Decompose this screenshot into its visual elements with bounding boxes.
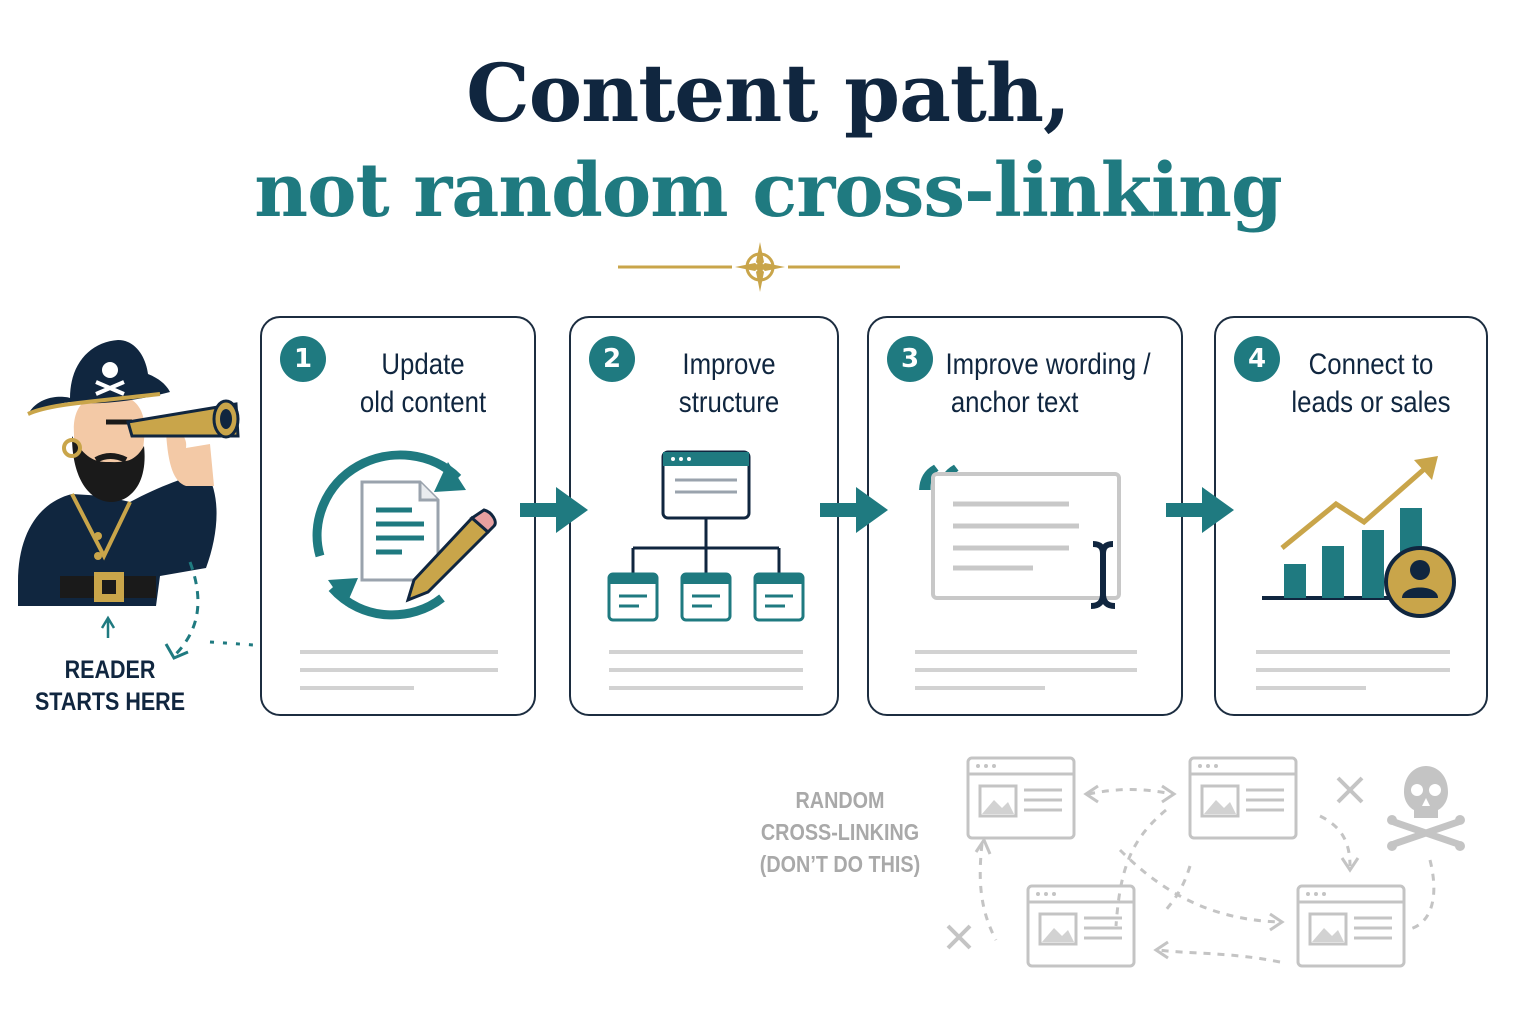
skull-crossbones-icon <box>1387 766 1465 851</box>
step-number-badge: 4 <box>1234 336 1280 382</box>
step-title: Connect to leads or sales <box>1281 346 1462 422</box>
random-label-line-2: CROSS-LINKING <box>760 819 920 845</box>
compass-divider-icon <box>618 242 900 292</box>
flow-arrow-icon <box>820 487 888 533</box>
step-title-line-2: leads or sales <box>1291 386 1451 419</box>
step-title: Update old content <box>336 346 510 422</box>
random-cross-linking-label: RANDOM CROSS-LINKING (DON’T DO THIS) <box>754 784 926 880</box>
webpage-icon <box>966 756 1076 840</box>
text-lines-placeholder <box>1256 650 1450 690</box>
text-lines-placeholder <box>609 650 803 690</box>
x-mark-icon <box>946 776 1364 950</box>
reader-label-line-1: READER <box>64 656 156 684</box>
step-card-2: 2 Improve structure <box>569 316 839 716</box>
step-title-line-2: old content <box>359 386 487 419</box>
refresh-document-pencil-icon <box>312 450 497 620</box>
step-title: Improve wording / anchor text <box>942 346 1154 422</box>
reader-starts-here-label: READER STARTS HERE <box>33 654 188 718</box>
quote-text-cursor-icon: “ <box>913 447 1121 609</box>
pirate-telescope-icon <box>18 340 240 606</box>
step-number-badge: 3 <box>887 336 933 382</box>
step-card-1: 1 Update old content <box>260 316 536 716</box>
step-card-4: 4 Connect to leads or sales <box>1214 316 1488 716</box>
dashed-arrow-icon <box>978 788 1436 964</box>
start-path-arrow-icon <box>100 561 269 660</box>
random-label-line-3: (DON’T DO THIS) <box>759 851 921 877</box>
site-structure-icon <box>607 450 805 622</box>
step-title-line-1: Improve <box>682 348 776 381</box>
title-line-2: not random cross-linking <box>254 148 1282 234</box>
random-cross-linking-diagram <box>946 756 1465 968</box>
reader-label-line-2: STARTS HERE <box>34 688 186 716</box>
step-title-line-1: Update <box>381 348 465 381</box>
step-number-badge: 2 <box>589 336 635 382</box>
text-lines-placeholder <box>915 650 1137 690</box>
text-lines-placeholder <box>300 650 498 690</box>
step-number-badge: 1 <box>280 336 326 382</box>
webpage-icon <box>1296 884 1406 968</box>
random-label-line-1: RANDOM <box>795 787 885 813</box>
webpage-icon <box>1188 756 1298 840</box>
growth-chart-user-icon <box>1262 456 1456 618</box>
step-card-3: 3 Improve wording / anchor text “ <box>867 316 1183 716</box>
flow-arrow-icon <box>520 487 588 533</box>
step-title-line-2: structure <box>678 386 780 419</box>
step-title: Improve structure <box>645 346 814 422</box>
step-title-line-2: anchor text <box>950 386 1079 419</box>
step-title-line-1: Improve wording / <box>945 348 1151 381</box>
step-title-line-1: Connect to <box>1308 348 1434 381</box>
title-line-1: Content path, <box>466 46 1071 140</box>
flow-arrow-icon <box>1166 487 1234 533</box>
